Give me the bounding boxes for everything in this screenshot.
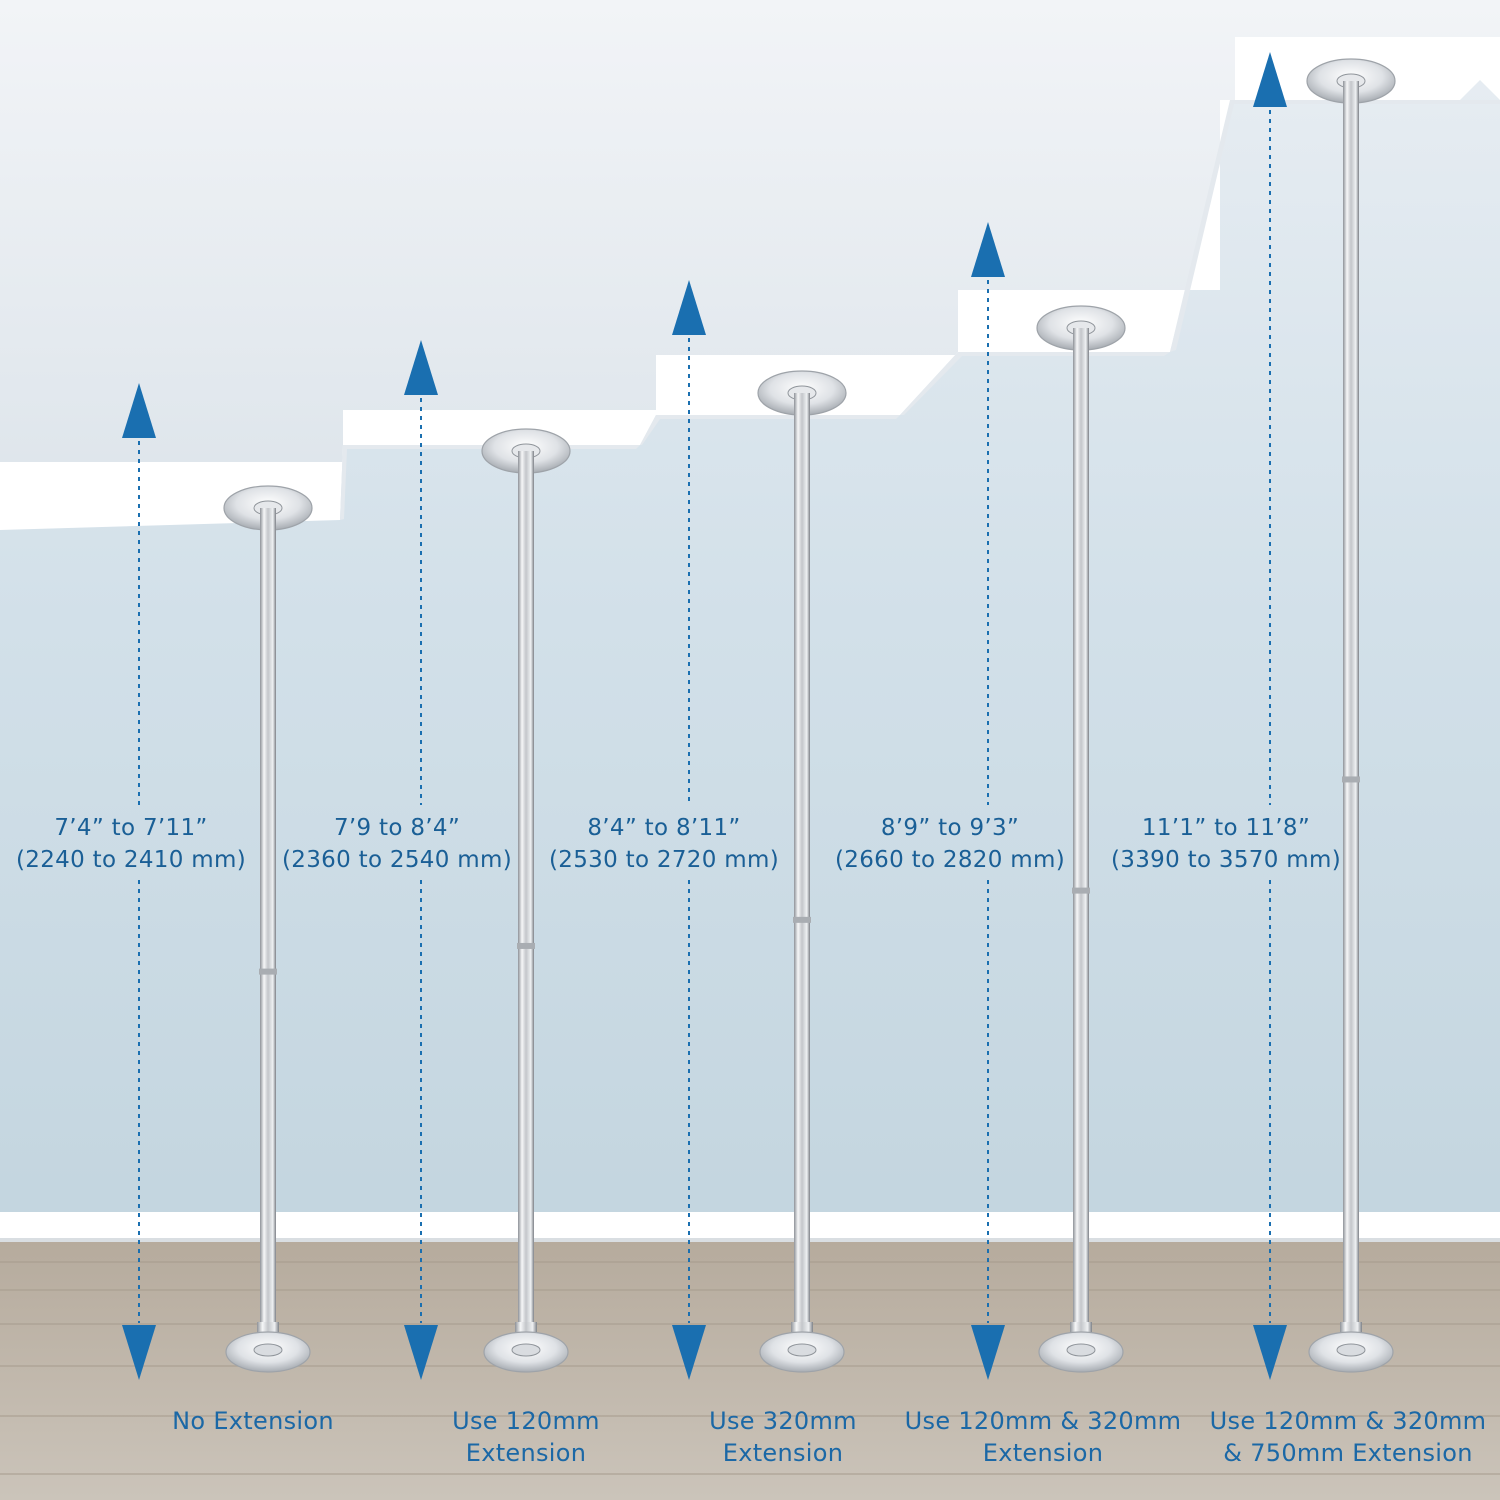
pole-2-caption-line1: Use 120mm: [452, 1407, 600, 1435]
pole-2-dimension-arrow: [404, 340, 438, 1380]
pole-3-caption-line1: Use 320mm: [709, 1407, 857, 1435]
arrow-up-icon: [672, 280, 706, 335]
pole-4-measurement: 8’9” to 9’3” (2660 to 2820 mm): [830, 812, 1070, 876]
pole-4-dimension-arrow: [971, 222, 1005, 1380]
arrow-up-icon: [404, 340, 438, 395]
pole-1-caption: No Extension: [103, 1405, 403, 1437]
pole-2-range-mm: (2360 to 2540 mm): [282, 847, 512, 873]
pole-2-range-ft: 7’9 to 8’4”: [333, 815, 461, 841]
pole-2-measurement: 7’9 to 8’4” (2360 to 2540 mm): [277, 812, 517, 876]
pole-3-caption: Use 320mm Extension: [633, 1405, 933, 1469]
pole-5: [1306, 58, 1396, 1373]
baseboard: [0, 1212, 1500, 1240]
pole-1-tube: [260, 508, 276, 1352]
pole-1-floor-collar: [253, 1343, 283, 1357]
pole-1-caption-line1: No Extension: [172, 1407, 334, 1435]
arrow-down-icon: [122, 1325, 156, 1380]
pole-3: [757, 370, 847, 1373]
pole-1: [223, 485, 313, 1373]
pole-1-range-ft: 7’4” to 7’11”: [54, 815, 208, 841]
arrow-up-icon: [1253, 52, 1287, 107]
pole-4-floor-collar: [1066, 1343, 1096, 1357]
pole-4-range-ft: 8’9” to 9’3”: [880, 815, 1020, 841]
pole-3-floor-collar: [787, 1343, 817, 1357]
arrow-down-icon: [971, 1325, 1005, 1380]
pole-4-caption: Use 120mm & 320mm Extension: [893, 1405, 1193, 1469]
pole-5-caption-line2: & 750mm Extension: [1223, 1439, 1473, 1467]
pole-3-tube: [794, 393, 810, 1352]
pole-4-joint: [1072, 887, 1090, 894]
pole-5-caption-line1: Use 120mm & 320mm: [1209, 1407, 1487, 1435]
pole-2: [481, 428, 571, 1373]
pole-4-tube: [1073, 328, 1089, 1352]
arrow-up-icon: [122, 383, 156, 438]
pole-5-range-mm: (3390 to 3570 mm): [1111, 847, 1341, 873]
pole-1-dimension-arrow: [122, 383, 156, 1380]
pole-3-dimension-arrow: [672, 280, 706, 1380]
pole-3-measurement: 8’4” to 8’11” (2530 to 2720 mm): [544, 812, 784, 876]
pole-1-measurement: 7’4” to 7’11” (2240 to 2410 mm): [11, 812, 251, 876]
arrow-up-icon: [971, 222, 1005, 277]
pole-5-dimension-arrow: [1253, 52, 1287, 1380]
pole-1-range-mm: (2240 to 2410 mm): [16, 847, 246, 873]
arrow-down-icon: [672, 1325, 706, 1380]
pole-3-range-ft: 8’4” to 8’11”: [587, 815, 741, 841]
pole-3-range-mm: (2530 to 2720 mm): [549, 847, 779, 873]
arrows-layer: [122, 52, 1287, 1380]
pole-2-tube: [518, 451, 534, 1352]
pole-3-joint: [793, 916, 811, 923]
pole-2-caption-line2: Extension: [465, 1439, 587, 1467]
arrow-down-icon: [1253, 1325, 1287, 1380]
pole-5-measurement: 11’1” to 11’8” (3390 to 3570 mm): [1106, 812, 1346, 876]
arrow-down-icon: [404, 1325, 438, 1380]
pole-5-floor-collar: [1336, 1343, 1366, 1357]
pole-4-range-mm: (2660 to 2820 mm): [835, 847, 1065, 873]
pole-4: [1036, 305, 1126, 1373]
pole-2-floor-collar: [511, 1343, 541, 1357]
pole-1-joint: [259, 968, 277, 975]
pole-4-caption-line1: Use 120mm & 320mm: [904, 1407, 1182, 1435]
pole-5-tube: [1343, 81, 1359, 1352]
baseboard-edge: [0, 1238, 1500, 1242]
pole-3-caption-line2: Extension: [722, 1439, 844, 1467]
ceiling-shadow: [340, 100, 1500, 520]
pole-2-joint: [517, 942, 535, 949]
pole-5-range-ft: 11’1” to 11’8”: [1141, 815, 1311, 841]
pole-4-caption-line2: Extension: [982, 1439, 1104, 1467]
poles-layer: [223, 58, 1396, 1373]
wood-floor: [0, 1242, 1500, 1500]
floor-planks: [0, 1261, 1500, 1475]
pole-2-caption: Use 120mm Extension: [376, 1405, 676, 1469]
pole-5-joint: [1342, 776, 1360, 783]
pole-5-caption: Use 120mm & 320mm & 750mm Extension: [1198, 1405, 1498, 1469]
upper-wall: [0, 0, 1500, 462]
